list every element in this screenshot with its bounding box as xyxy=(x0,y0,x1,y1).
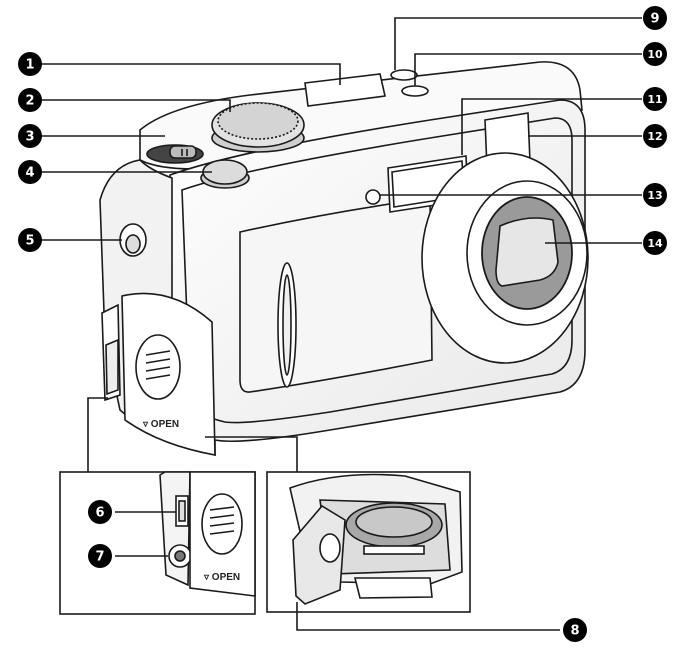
svg-text:3: 3 xyxy=(25,130,34,145)
svg-text:8: 8 xyxy=(570,624,579,639)
top-button-9 xyxy=(390,69,418,81)
callout-6: 6 xyxy=(88,500,112,524)
svg-text:4: 4 xyxy=(25,166,34,181)
callout-8: 8 xyxy=(563,618,587,642)
front-elements xyxy=(119,112,589,364)
svg-text:13: 13 xyxy=(647,189,662,202)
callout-13: 13 xyxy=(643,183,667,207)
svg-text:1: 1 xyxy=(25,58,34,73)
svg-text:11: 11 xyxy=(647,93,662,106)
svg-text:10: 10 xyxy=(647,48,663,61)
svg-text:14: 14 xyxy=(647,237,663,250)
top-controls xyxy=(146,69,429,189)
callout-5: 5 xyxy=(18,228,42,252)
door-open-label: ▿ OPEN xyxy=(142,419,179,430)
callout-9: 9 xyxy=(643,6,667,30)
callout-3: 3 xyxy=(18,124,42,148)
top-button-10 xyxy=(401,85,429,97)
inset-terminals: ▿ OPEN xyxy=(59,397,256,615)
callout-7: 7 xyxy=(88,544,112,568)
self-timer-led xyxy=(365,189,381,205)
shutter-button xyxy=(200,159,250,189)
callout-10: 10 xyxy=(643,42,667,66)
callout-leaders xyxy=(42,17,642,557)
callout-2: 2 xyxy=(18,88,42,112)
inset-battery xyxy=(205,436,560,631)
callout-markers: 1 2 3 4 5 6 7 8 9 10 11 12 13 14 xyxy=(18,6,667,642)
svg-text:6: 6 xyxy=(95,506,104,521)
status-lcd xyxy=(304,73,386,107)
lens xyxy=(421,152,589,364)
battery-door-open xyxy=(292,504,346,605)
side-covers: ▿ OPEN xyxy=(101,292,216,456)
callout-12: 12 xyxy=(643,124,667,148)
callout-1: 1 xyxy=(18,52,42,76)
svg-text:9: 9 xyxy=(650,12,659,27)
svg-text:5: 5 xyxy=(25,234,34,249)
inset-door-open-label: ▿ OPEN xyxy=(203,572,240,583)
strap-lug xyxy=(119,223,147,257)
callout-14: 14 xyxy=(643,231,667,255)
mode-dial xyxy=(211,102,305,153)
callout-11: 11 xyxy=(643,87,667,111)
power-switch xyxy=(146,144,204,164)
svg-text:7: 7 xyxy=(95,550,104,565)
svg-text:12: 12 xyxy=(647,130,662,143)
callout-4: 4 xyxy=(18,160,42,184)
svg-text:2: 2 xyxy=(25,94,34,109)
